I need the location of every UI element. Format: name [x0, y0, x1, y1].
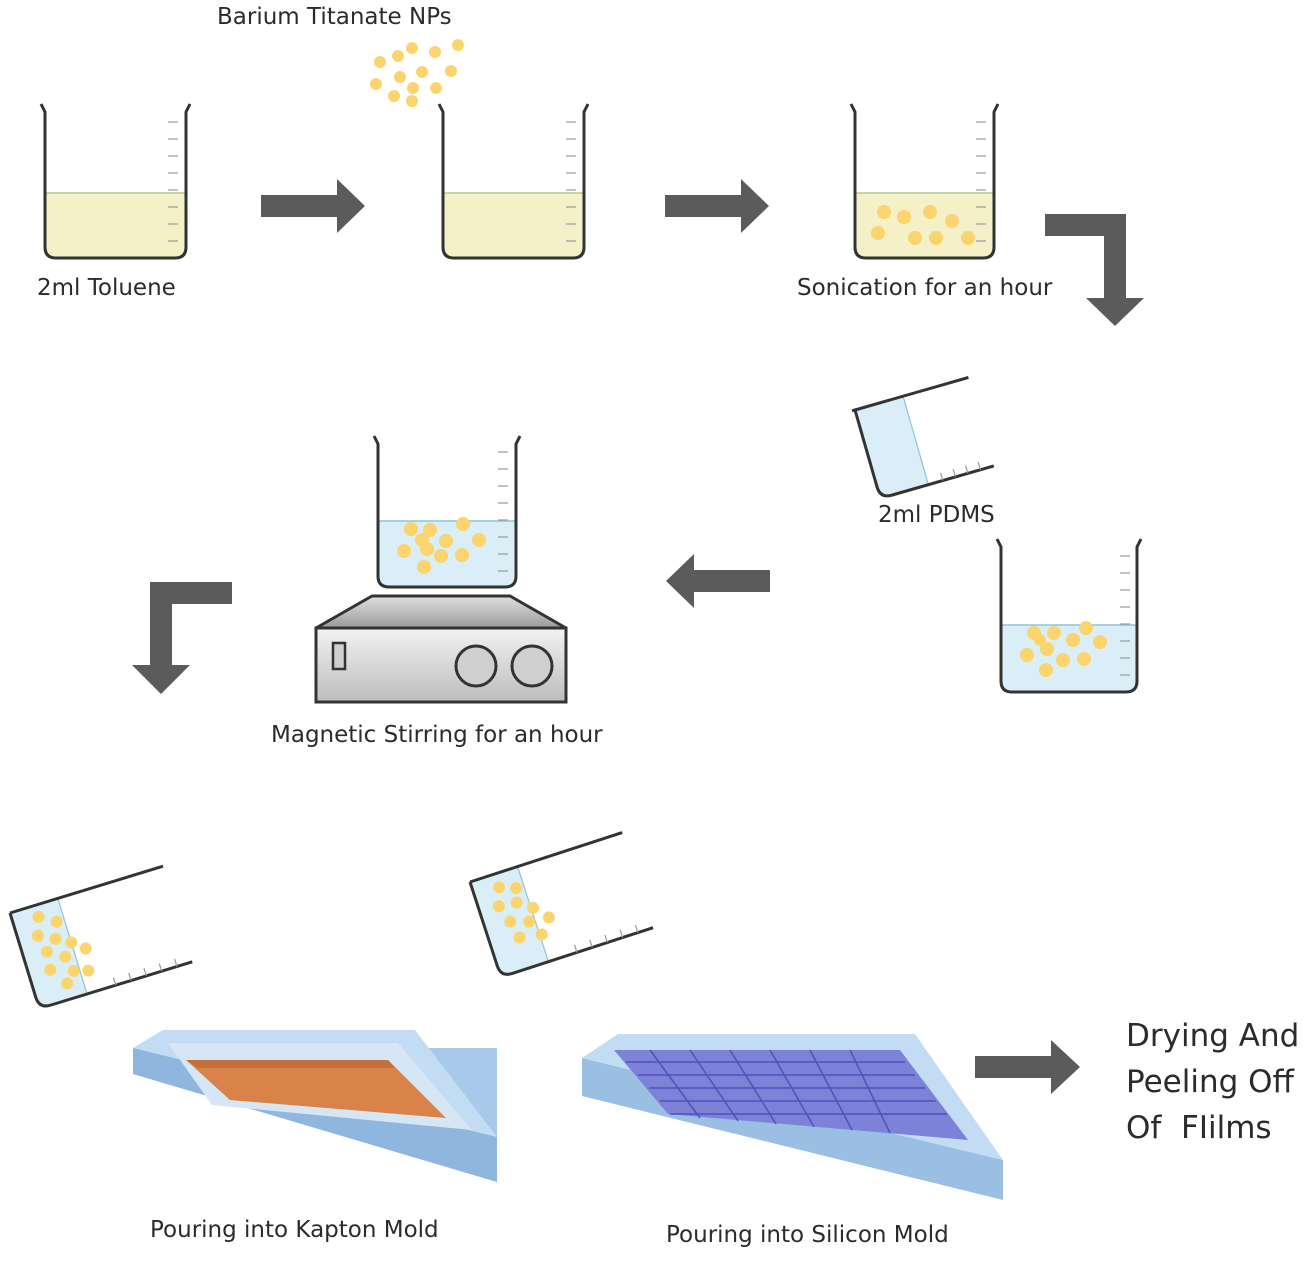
- label-silicon-mold: Pouring into Silicon Mold: [666, 1222, 949, 1248]
- beaker-pdms: [995, 538, 1143, 694]
- pouring-cup-silicon: [468, 831, 654, 976]
- label-magnetic-stirring: Magnetic Stirring for an hour: [271, 722, 603, 748]
- beaker-sonication: [849, 103, 1000, 260]
- arrow-left-1: [666, 554, 770, 608]
- pdms-cup: [851, 376, 995, 498]
- arrow-right-2: [665, 179, 769, 233]
- label-drying-line-3: Of FIilms: [1126, 1110, 1272, 1146]
- label-pdms: 2ml PDMS: [878, 502, 995, 528]
- barium-particles: [370, 39, 464, 107]
- arrow-right-1: [261, 179, 365, 233]
- arrow-right-3: [975, 1040, 1080, 1094]
- beaker-toluene-2: [437, 103, 590, 260]
- magnetic-stirrer: [314, 594, 568, 704]
- beaker-stirring: [372, 435, 522, 589]
- label-drying: Drying And Peeling Off Of FIilms: [1126, 1013, 1311, 1151]
- kapton-mold: [133, 1030, 497, 1182]
- arrow-elbow-down-1: [1045, 214, 1144, 326]
- label-toluene: 2ml Toluene: [37, 275, 176, 301]
- pouring-cup-kapton: [8, 864, 193, 1008]
- label-sonication: Sonication for an hour: [797, 275, 1053, 301]
- label-barium-titanate: Barium Titanate NPs: [217, 4, 452, 30]
- arrow-elbow-down-2: [132, 582, 232, 694]
- silicon-mold: [582, 1034, 1003, 1200]
- label-drying-line-2: Peeling Off: [1126, 1064, 1294, 1100]
- label-drying-line-1: Drying And: [1126, 1018, 1300, 1054]
- label-kapton-mold: Pouring into Kapton Mold: [150, 1217, 439, 1243]
- beaker-toluene: [39, 103, 192, 260]
